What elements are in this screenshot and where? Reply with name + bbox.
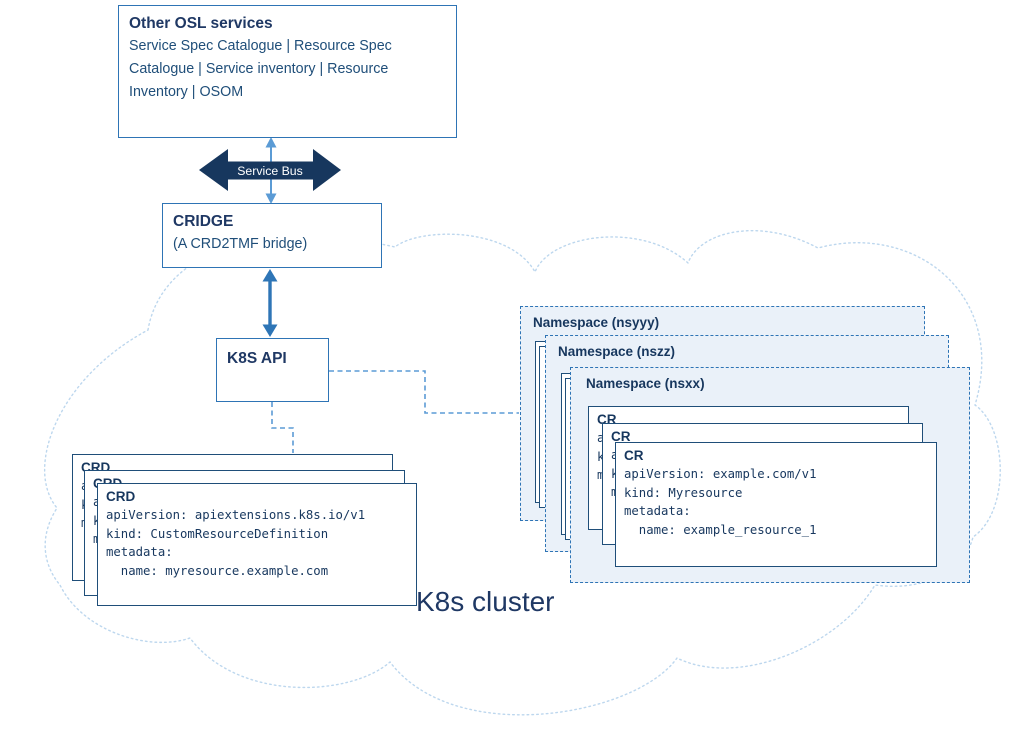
cridge-title: CRIDGE [173, 213, 234, 230]
k8s-api-box: K8S API [216, 338, 329, 402]
namespace-nsxx-label: Namespace (nsxx) [586, 376, 705, 391]
k8s-cluster-label: K8s cluster [416, 586, 555, 617]
double-arrow-cridge-k8sapi-icon [262, 269, 278, 337]
dashed-connector-k8sapi-to-namespaces [329, 370, 519, 414]
crd-yaml: apiVersion: apiextensions.k8s.io/v1 kind… [106, 508, 366, 578]
other-osl-services-box: Other OSL services Service Spec Catalogu… [118, 5, 457, 138]
service-bus-arrow-icon: Service Bus [199, 149, 341, 191]
osl-box-title: Other OSL services [129, 15, 273, 32]
namespace-nszz-label: Namespace (nszz) [558, 344, 676, 359]
osl-box-services-list: Service Spec Catalogue | Resource Spec C… [129, 38, 392, 100]
cridge-subtitle: (A CRD2TMF bridge) [173, 236, 308, 252]
cr-card-front: CR apiVersion: example.com/v1 kind: Myre… [615, 442, 937, 567]
service-bus-label: Service Bus [237, 164, 303, 178]
k8s-api-title: K8S API [227, 350, 287, 367]
cr-yaml: apiVersion: example.com/v1 kind: Myresou… [624, 467, 817, 537]
crd-card-front: CRD apiVersion: apiextensions.k8s.io/v1 … [97, 483, 417, 606]
cridge-box: CRIDGE (A CRD2TMF bridge) [162, 203, 382, 268]
namespace-nsyyy-label: Namespace (nsyyy) [533, 315, 660, 330]
dashed-connector-k8sapi-to-crd [271, 402, 294, 453]
